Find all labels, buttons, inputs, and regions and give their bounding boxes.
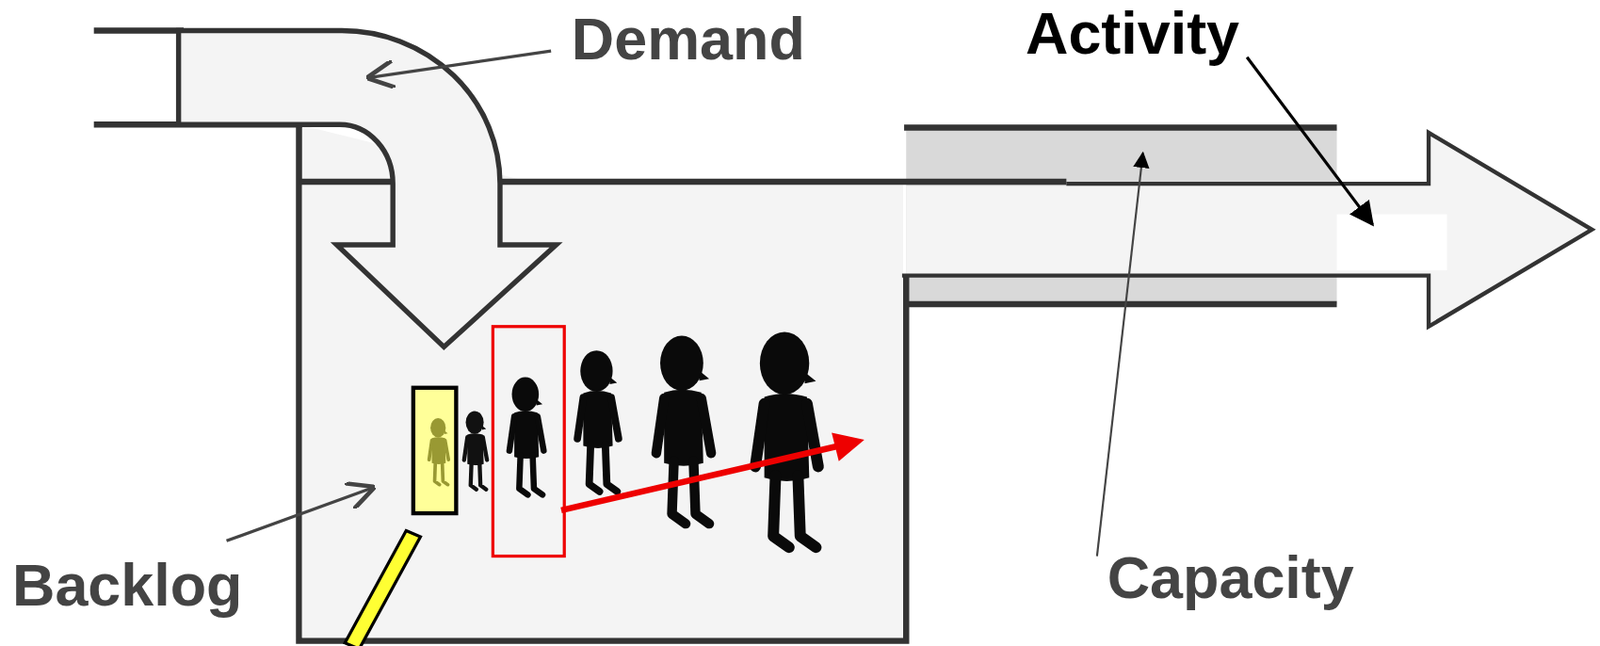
highlight-box (413, 387, 457, 514)
person-figure (656, 335, 712, 524)
pointer-bar (344, 530, 421, 646)
outlet-arrow (902, 132, 1593, 327)
person-figure (509, 377, 544, 496)
activity-window (1337, 214, 1448, 272)
person-figure (755, 331, 819, 548)
person-figure (429, 418, 450, 485)
leader-line (1246, 57, 1373, 226)
highlight-frame (492, 326, 565, 557)
part-label: Demand (571, 9, 806, 69)
person-figure (464, 410, 487, 489)
part-label: Activity (1025, 3, 1240, 64)
leader-line (226, 487, 373, 541)
person-figure (577, 350, 619, 492)
capacity-edge (904, 124, 1337, 131)
leader-line (1097, 153, 1144, 557)
part-label: Capacity (1107, 548, 1355, 608)
demand-pipe (178, 31, 557, 348)
inlet-wall (94, 27, 184, 34)
progress-arrowhead (831, 432, 865, 461)
leader-line (369, 50, 551, 78)
outlet-fill (905, 132, 1592, 327)
capacity-edge (904, 301, 1337, 308)
part-label: Backlog (12, 554, 243, 615)
progress-arrow (561, 446, 840, 511)
